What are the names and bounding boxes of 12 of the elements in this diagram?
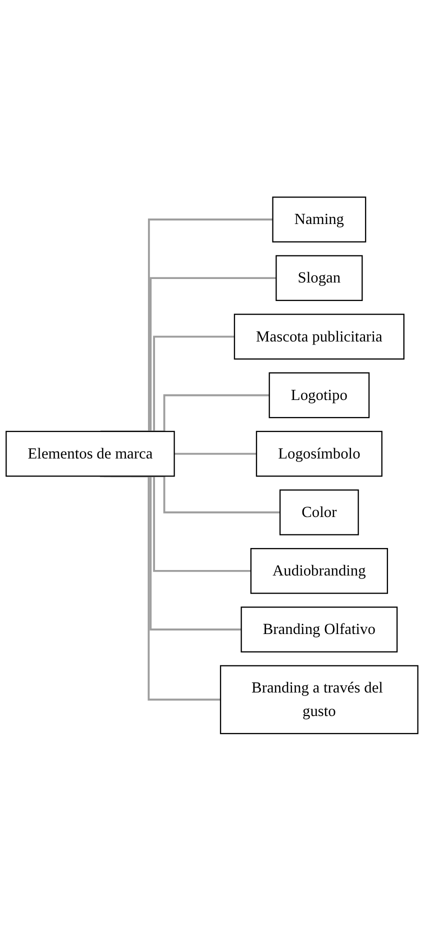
node-box: Slogan [276,254,363,301]
connector [174,452,256,454]
node-box: Naming [272,196,366,242]
node-box: Elementos de marca [6,430,175,476]
connector [100,474,221,700]
node-box: Logotipo [268,372,370,418]
node-box: Branding Olfativo [240,606,398,652]
node-box: Logosímbolo [256,430,382,476]
node-box: Mascota publicitaria [234,313,404,360]
node-box: Branding a través del gusto [220,664,418,734]
node-box: Color [279,489,359,535]
node-box: Audiobranding [250,548,388,594]
